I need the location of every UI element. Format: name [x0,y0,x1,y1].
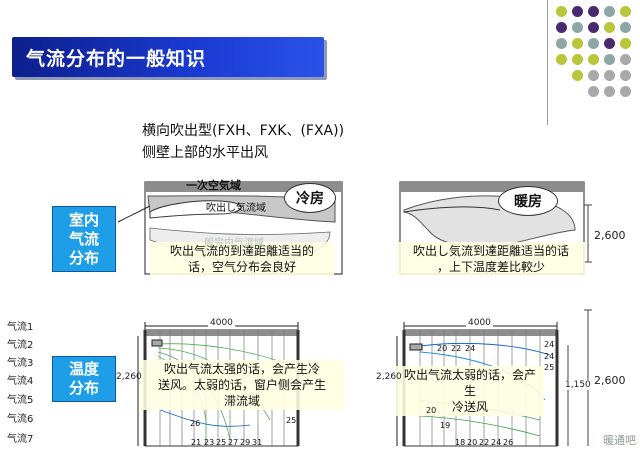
indoor-airflow-line-3: 分布 [68,248,99,267]
dot [588,6,599,17]
corner-watermark: 暖通吧 [603,434,636,447]
temp-number: 25 [544,363,555,372]
legend-item: 气流3 [7,358,34,369]
legend-item: 气流6 [7,414,34,425]
page-title: 气流分布的一般知识 [26,48,207,70]
dot [604,6,615,17]
dot [588,86,599,97]
dot [588,38,599,49]
dot [604,86,615,97]
subtitle-type: 横向吹出型(FXH、FXK、(FXA)) [142,123,345,139]
dot [556,6,567,17]
legend-item: 气流5 [7,395,34,406]
caption-line: 滞流域 [223,394,260,408]
height-dimension-heat: 2,260 [376,372,402,382]
primary-air-zone-label: 一次空気域 [186,179,241,192]
temp-number: 27 [228,438,239,447]
temp-number: 31 [252,438,263,447]
total-height-top: 2,600 [594,229,626,242]
legend-item: 气流7 [7,434,34,445]
dot [572,54,583,65]
temp-number: 29 [240,438,251,447]
dot [556,38,567,49]
temp-number: 24 [544,352,555,361]
mid-height-dimension: 1,150 [565,380,591,390]
legend-item: 气流2 [7,340,34,351]
dot [572,22,583,33]
jet-zone [149,200,242,219]
dot [604,38,615,49]
title-banner [12,37,324,77]
dot [620,6,631,17]
temp-number: 20 [467,438,478,447]
dot [572,70,583,81]
legend-item: 气流1 [7,322,34,333]
width-dimension-heat: 4000 [466,318,493,328]
cooling-airflow-caption: 吹出气流的到達距離适当的 话，空气分布会良好 [150,242,334,276]
temp-number: 25 [216,438,227,447]
dot [572,38,583,49]
jet-zone-label: 吹出し気流域 [206,203,266,214]
caption-line: 话，空气分布会良好 [187,260,296,274]
dot [620,70,631,81]
divider-line [547,0,548,125]
temperature-distribution-line-2: 分布 [68,379,99,397]
indoor-airflow-line-1: 室内 [68,210,99,229]
cooling-mode-bubble: 冷房 [284,183,336,213]
dot [620,22,631,33]
indoor-airflow-line-2: 气流 [68,229,99,248]
heating-mode-bubble: 暖房 [498,186,558,216]
caption-line: 吹出し気流到達距離适当的话 [412,244,569,258]
ceiling-band [400,182,584,192]
temp-number: 22 [479,438,490,447]
dot [588,54,599,65]
temp-number: 22 [451,344,462,353]
temp-number: 24 [544,340,555,349]
temp-number: 20 [426,406,437,415]
caption-line: 冷送风 [451,400,488,414]
dot [556,22,567,33]
dot [604,70,615,81]
caption-line: 吹出气流的到達距離适当的 [169,244,314,258]
dot [556,54,567,65]
heating-temperature-caption: 吹出气流太弱的话，会产生 冷送风 [396,366,544,416]
indoor-airflow-label: 室内 气流 分布 [52,206,116,272]
caption-line: 吹出气流太弱的话，会产生 [403,368,536,398]
ceiling-band [145,182,342,192]
dot [572,6,583,17]
jet-line [403,206,501,213]
cooling-temperature-caption: 吹出气流太强的话，会产生冷 送风。太弱的话，窗户侧会产生 滞流域 [140,360,344,410]
width-dimension-cool: 4000 [208,318,235,328]
pointer-line [117,205,151,223]
total-height-bottom: 2,600 [594,374,626,387]
temp-number: 21 [191,438,202,447]
temp-number: 20 [437,344,448,353]
dot [588,22,599,33]
dot [620,54,631,65]
temp-number: 26 [503,438,514,447]
legend-item: 气流4 [7,376,34,387]
caption-line: ，上下温度差比較少 [436,260,545,274]
dot [604,22,615,33]
temp-number: 23 [204,438,215,447]
dot [620,86,631,97]
temperature-distribution-line-1: 温度 [68,360,99,378]
temperature-distribution-label: 温度 分布 [52,356,116,402]
temp-number: 25 [286,416,297,425]
heating-airflow-caption: 吹出し気流到達距離适当的话 ，上下温度差比較少 [397,242,585,276]
dot [604,54,615,65]
caption-line: 吹出气流太强的话，会产生冷 [163,362,320,376]
height-dimension-cool: 2,260 [116,372,142,382]
temp-number: 18 [455,438,466,447]
dot [620,38,631,49]
temp-number: 26 [190,419,201,428]
watermark-center: 般完中气流域 [204,238,264,249]
temp-number: 24 [465,344,476,353]
caption-line: 送风。太弱的话，窗户侧会产生 [157,378,326,392]
temp-number: 19 [440,421,451,430]
dot [588,70,599,81]
subtitle-description: 侧壁上部的水平出风 [142,145,268,161]
temp-number: 24 [491,438,502,447]
